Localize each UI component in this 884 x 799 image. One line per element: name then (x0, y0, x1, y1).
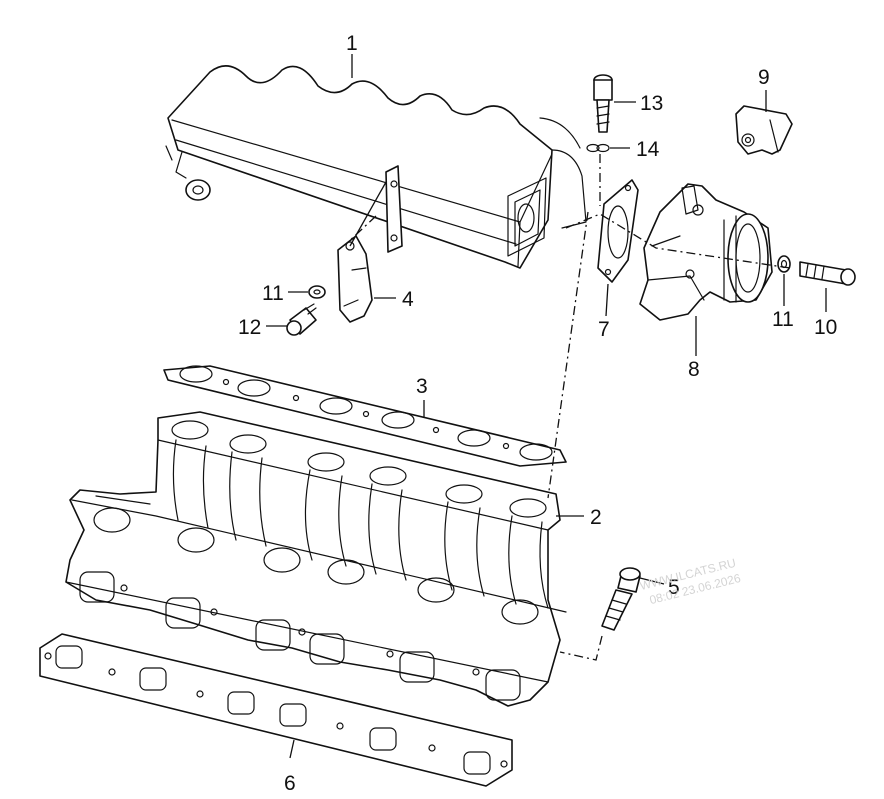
throttle-bolt[interactable] (799, 261, 856, 286)
assembly-lines (345, 154, 791, 661)
callout-2: 2 (590, 506, 602, 529)
throttle-body[interactable] (639, 183, 773, 321)
runner-manifold[interactable] (65, 411, 567, 707)
callout-14: 14 (636, 138, 660, 161)
small-washer[interactable] (586, 143, 610, 153)
upper-gasket[interactable] (163, 365, 567, 467)
callout-5: 5 (668, 576, 680, 599)
callout-1: 1 (346, 32, 358, 55)
manifold-bolt[interactable] (601, 567, 641, 631)
washer-right[interactable] (777, 255, 791, 273)
vertical-bolt[interactable] (593, 74, 613, 133)
throttle-sensor[interactable] (735, 105, 793, 155)
callout-11-left: 11 (262, 282, 284, 305)
callout-6: 6 (284, 772, 296, 795)
leader-lines (266, 54, 827, 759)
callout-3: 3 (416, 375, 428, 398)
bolt-left[interactable] (286, 303, 317, 336)
callout-12: 12 (238, 316, 261, 339)
washer-left[interactable] (308, 285, 326, 299)
lower-gasket[interactable] (39, 633, 513, 787)
callout-4: 4 (402, 288, 414, 311)
watermark: WWW.ILCATS.RU 08:02 23.06.2026 (638, 556, 742, 607)
intake-plenum[interactable] (165, 65, 587, 269)
callout-9: 9 (758, 66, 770, 89)
callout-labels: 1 2 3 4 5 6 7 8 9 10 11 11 12 13 14 (238, 32, 837, 795)
callout-10: 10 (814, 316, 837, 339)
callout-13: 13 (640, 92, 663, 115)
callout-7: 7 (598, 318, 610, 341)
throttle-gasket[interactable] (597, 179, 639, 283)
callout-11-right: 11 (772, 308, 794, 331)
callout-8: 8 (688, 358, 700, 381)
